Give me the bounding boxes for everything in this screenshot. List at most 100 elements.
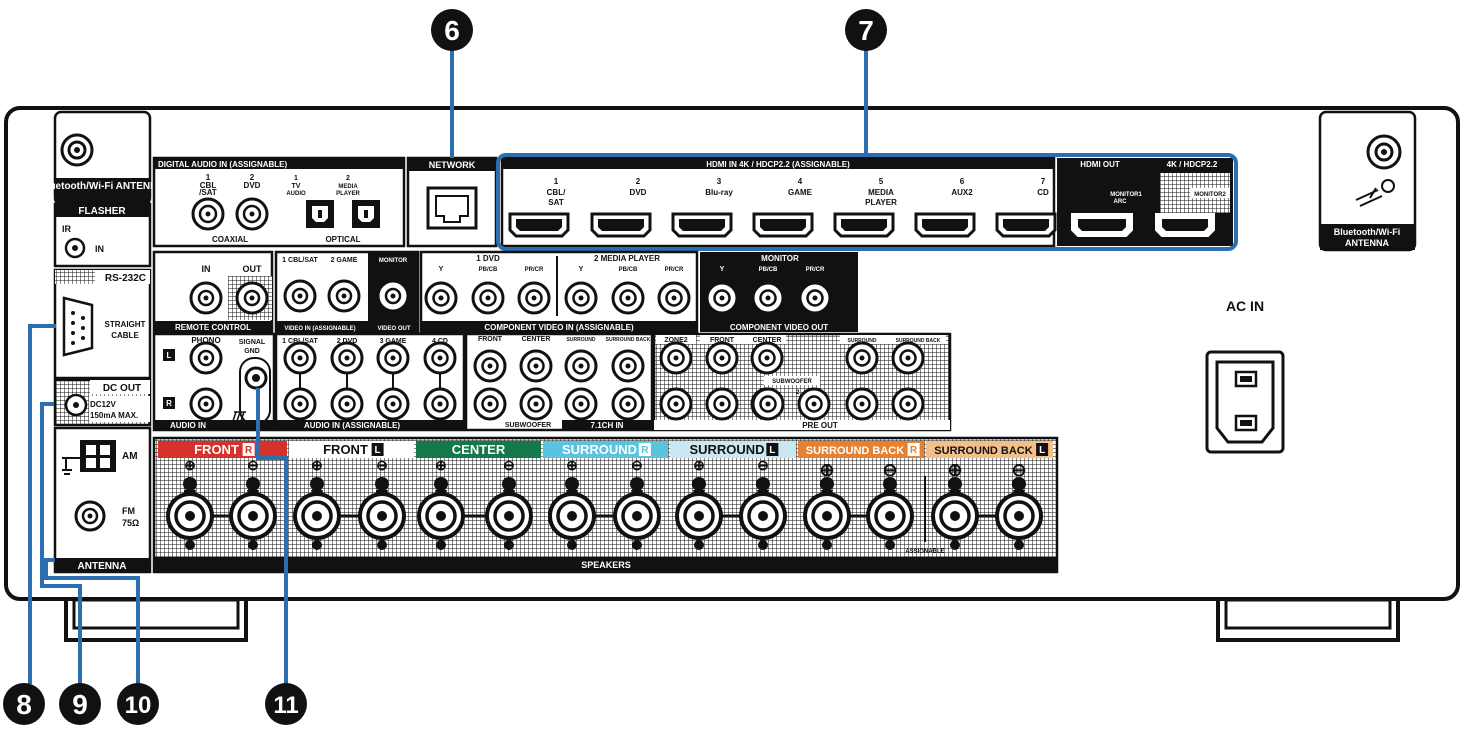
svg-text:2 MEDIA PLAYER: 2 MEDIA PLAYER (594, 254, 660, 263)
rs232c-straight: STRAIGHT (105, 320, 146, 329)
svg-text:1 CBL/SAT: 1 CBL/SAT (282, 257, 318, 264)
svg-text:SIGNAL: SIGNAL (239, 339, 266, 346)
svg-text:2: 2 (250, 173, 255, 182)
remote-title: REMOTE CONTROL (175, 323, 251, 332)
component-out-jack-1 (705, 281, 739, 315)
svg-text:Y: Y (579, 266, 584, 273)
flasher-in-label: IN (95, 244, 104, 254)
hdmi-in-number: 5 (879, 177, 884, 186)
hdmi-in-label2: SAT (548, 198, 564, 207)
svg-text:1: 1 (206, 173, 211, 182)
svg-text:VIDEO OUT: VIDEO OUT (377, 326, 410, 332)
component-in-jack-1 (424, 281, 458, 315)
hdmi-out-spec: 4K / HDCP2.2 (1167, 160, 1218, 169)
svg-text:DVD: DVD (244, 181, 261, 190)
speaker-terminal-pair-1: ⊕⊖ (166, 457, 277, 550)
svg-text:TV: TV (292, 183, 301, 190)
svg-text:10: 10 (125, 692, 152, 719)
7ch-jack-top-1 (473, 349, 507, 383)
plus-symbol: ⊕ (693, 457, 705, 473)
svg-text:SURROUND BACK: SURROUND BACK (606, 337, 651, 343)
svg-text:PB/CB: PB/CB (759, 267, 778, 273)
preout-jack-bottom-1 (659, 387, 693, 421)
preout-jack-top-1 (659, 341, 693, 375)
hdmi-out-monitor2-port (1155, 213, 1215, 237)
svg-text:Y: Y (439, 266, 444, 273)
rs232c-title: RS-232C (105, 273, 146, 284)
minus-symbol: ⊖ (757, 457, 769, 473)
7ch-jack-top-2 (519, 349, 553, 383)
callout-7: 7 (845, 9, 887, 51)
bt-antenna-right-l1: Bluetooth/Wi-Fi (1334, 227, 1400, 237)
dc-out-current: 150mA MAX. (90, 411, 138, 420)
right-foot (1216, 600, 1400, 642)
dc-out-title: DC OUT (103, 383, 141, 394)
svg-text:PR/CR: PR/CR (806, 267, 825, 273)
speaker-terminal-pair-6: ⊕⊖ (803, 460, 914, 550)
callout-9: 9 (59, 683, 101, 725)
svg-text:ZONE2: ZONE2 (664, 337, 687, 344)
minus-symbol: ⊖ (631, 457, 643, 473)
7ch-jack-top-4 (611, 349, 645, 383)
flasher-title: FLASHER (78, 206, 126, 217)
speaker-side-tag: L (769, 445, 775, 456)
svg-text:FRONT: FRONT (478, 336, 503, 343)
7ch-jack-bottom-4 (611, 387, 645, 421)
preout-jack-bottom-2 (705, 387, 739, 421)
svg-text:SUBWOOFER: SUBWOOFER (772, 379, 812, 385)
speaker-channel-label: FRONT (194, 442, 239, 457)
digital-audio-in: DIGITAL AUDIO IN (ASSIGNABLE) 1 CBL /SAT… (152, 156, 406, 248)
hdmi-in-label: MEDIA (868, 188, 894, 197)
speaker-side-tag: R (641, 445, 649, 456)
rs232c-port: RS-232C STRAIGHT CABLE (53, 268, 152, 380)
svg-text:PR/CR: PR/CR (525, 267, 544, 273)
svg-text:PR/CR: PR/CR (665, 267, 684, 273)
dc-out-jack: DC OUT DC12V 150mA MAX. (53, 378, 152, 427)
svg-text:9: 9 (72, 689, 88, 720)
audio-assign-jack-r-1 (283, 387, 317, 421)
speaker-header-5: SURROUND L (670, 441, 796, 458)
network-title: NETWORK (429, 160, 476, 170)
preout-jack-top-2 (705, 341, 739, 375)
component-out-jack-2 (751, 281, 785, 315)
audio-assign-jack-l-4 (423, 341, 457, 375)
ac-in-label: AC IN (1226, 298, 1264, 314)
speaker-terminal-pair-4: ⊕⊖ (548, 457, 661, 550)
hdmi-in-number: 3 (717, 177, 722, 186)
left-foot (64, 600, 248, 642)
hdmi-section: HDMI IN 4K / HDCP2.2 (ASSIGNABLE) 1CBL/S… (496, 153, 1238, 251)
preout-jack-bottom-4 (845, 387, 879, 421)
svg-text:COMPONENT VIDEO OUT: COMPONENT VIDEO OUT (730, 323, 828, 332)
minus-symbol: ⊖ (247, 457, 259, 473)
preout-jack-top-3 (750, 341, 784, 375)
svg-text:ARC: ARC (1114, 199, 1128, 205)
speaker-channel-label: SURROUND (689, 442, 764, 457)
bt-antenna-left-label: Bluetooth/Wi-Fi ANTENNA (39, 181, 164, 192)
am-label: AM (122, 451, 138, 462)
video-in-out: 1 CBL/SAT 2 GAME MONITOR VIDEO IN (ASSIG… (274, 250, 420, 334)
svg-text:Y: Y (720, 266, 725, 273)
svg-text:PHONO: PHONO (191, 336, 220, 345)
minus-symbol: ⊖ (503, 457, 515, 473)
svg-text:SURROUND: SURROUND (848, 338, 877, 344)
audio-assign-jack-l-3 (376, 341, 410, 375)
dc-out-voltage: DC12V (90, 400, 116, 409)
preout-sub1-jack (751, 387, 785, 421)
svg-text:3 GAME: 3 GAME (380, 338, 407, 345)
speaker-channel-label: SURROUND BACK (806, 445, 904, 457)
hdmi-in-number: 4 (798, 177, 803, 186)
speaker-header-3: CENTER (416, 441, 541, 458)
svg-text:AUDIO: AUDIO (286, 191, 306, 197)
preout-jack-top-4 (845, 341, 879, 375)
optical-label: OPTICAL (325, 235, 360, 244)
svg-text:MONITOR: MONITOR (761, 254, 799, 263)
speakers-title: SPEAKERS (581, 560, 631, 570)
svg-text:1 CBL/SAT: 1 CBL/SAT (282, 338, 318, 345)
rs232c-cable: CABLE (111, 331, 139, 340)
svg-text:2 GAME: 2 GAME (331, 257, 358, 264)
